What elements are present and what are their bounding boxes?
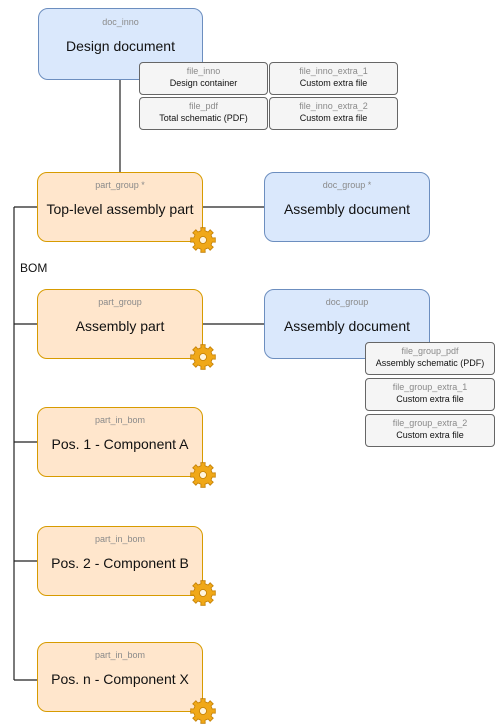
- node-title: Assembly part: [75, 318, 165, 334]
- file-type-label: file_group_extra_1: [392, 382, 468, 392]
- part-node[interactable]: part_in_bom Pos. n - Component X: [37, 642, 203, 712]
- file-node[interactable]: file_pdf Total schematic (PDF): [139, 97, 268, 130]
- node-title: Pos. n - Component X: [51, 671, 189, 687]
- node-title: Pos. 2 - Component B: [51, 555, 189, 571]
- part-node[interactable]: part_in_bom Pos. 2 - Component B: [37, 526, 203, 596]
- file-description: Custom extra file: [299, 78, 368, 88]
- node-type-label: part_in_bom: [94, 415, 146, 425]
- node-type-label: doc_group *: [322, 180, 372, 190]
- file-description: Custom extra file: [396, 430, 464, 440]
- file-node[interactable]: file_group_extra_1 Custom extra file: [365, 378, 495, 411]
- node-title: Assembly document: [283, 318, 411, 334]
- node-type-label: part_in_bom: [94, 534, 146, 544]
- node-title: Assembly document: [283, 201, 411, 217]
- node-title: Pos. 1 - Component A: [51, 436, 189, 452]
- gear-icon: [190, 344, 216, 370]
- file-type-label: file_pdf: [188, 101, 219, 111]
- part-node[interactable]: part_in_bom Pos. 1 - Component A: [37, 407, 203, 477]
- gear-icon: [190, 227, 216, 253]
- file-node[interactable]: file_inno_extra_1 Custom extra file: [269, 62, 398, 95]
- node-type-label: doc_group: [325, 297, 369, 307]
- part-node[interactable]: part_group * Top-level assembly part: [37, 172, 203, 242]
- node-title: Top-level assembly part: [46, 201, 194, 217]
- file-description: Total schematic (PDF): [159, 113, 248, 123]
- file-description: Custom extra file: [299, 113, 368, 123]
- file-node[interactable]: file_group_extra_2 Custom extra file: [365, 414, 495, 447]
- bom-label: BOM: [20, 261, 48, 275]
- gear-icon: [190, 580, 216, 606]
- gear-icon: [190, 462, 216, 488]
- file-type-label: file_inno: [186, 66, 221, 76]
- node-type-label: part_in_bom: [94, 650, 146, 660]
- file-node[interactable]: file_inno_extra_2 Custom extra file: [269, 97, 398, 130]
- file-description: Assembly schematic (PDF): [375, 358, 485, 368]
- node-type-label: part_group: [98, 297, 142, 307]
- file-node[interactable]: file_group_pdf Assembly schematic (PDF): [365, 342, 495, 375]
- file-description: Custom extra file: [396, 394, 464, 404]
- file-type-label: file_group_extra_2: [392, 418, 468, 428]
- assembly-document-node[interactable]: doc_group * Assembly document: [264, 172, 430, 242]
- node-type-label: doc_inno: [102, 17, 139, 27]
- file-type-label: file_inno_extra_1: [299, 66, 368, 76]
- file-type-label: file_group_pdf: [401, 346, 459, 356]
- file-type-label: file_inno_extra_2: [299, 101, 368, 111]
- node-title: Design document: [66, 38, 175, 54]
- node-type-label: part_group *: [95, 180, 145, 190]
- file-node[interactable]: file_inno Design container: [139, 62, 268, 95]
- part-node[interactable]: part_group Assembly part: [37, 289, 203, 359]
- file-description: Design container: [169, 78, 238, 88]
- gear-icon: [190, 698, 216, 724]
